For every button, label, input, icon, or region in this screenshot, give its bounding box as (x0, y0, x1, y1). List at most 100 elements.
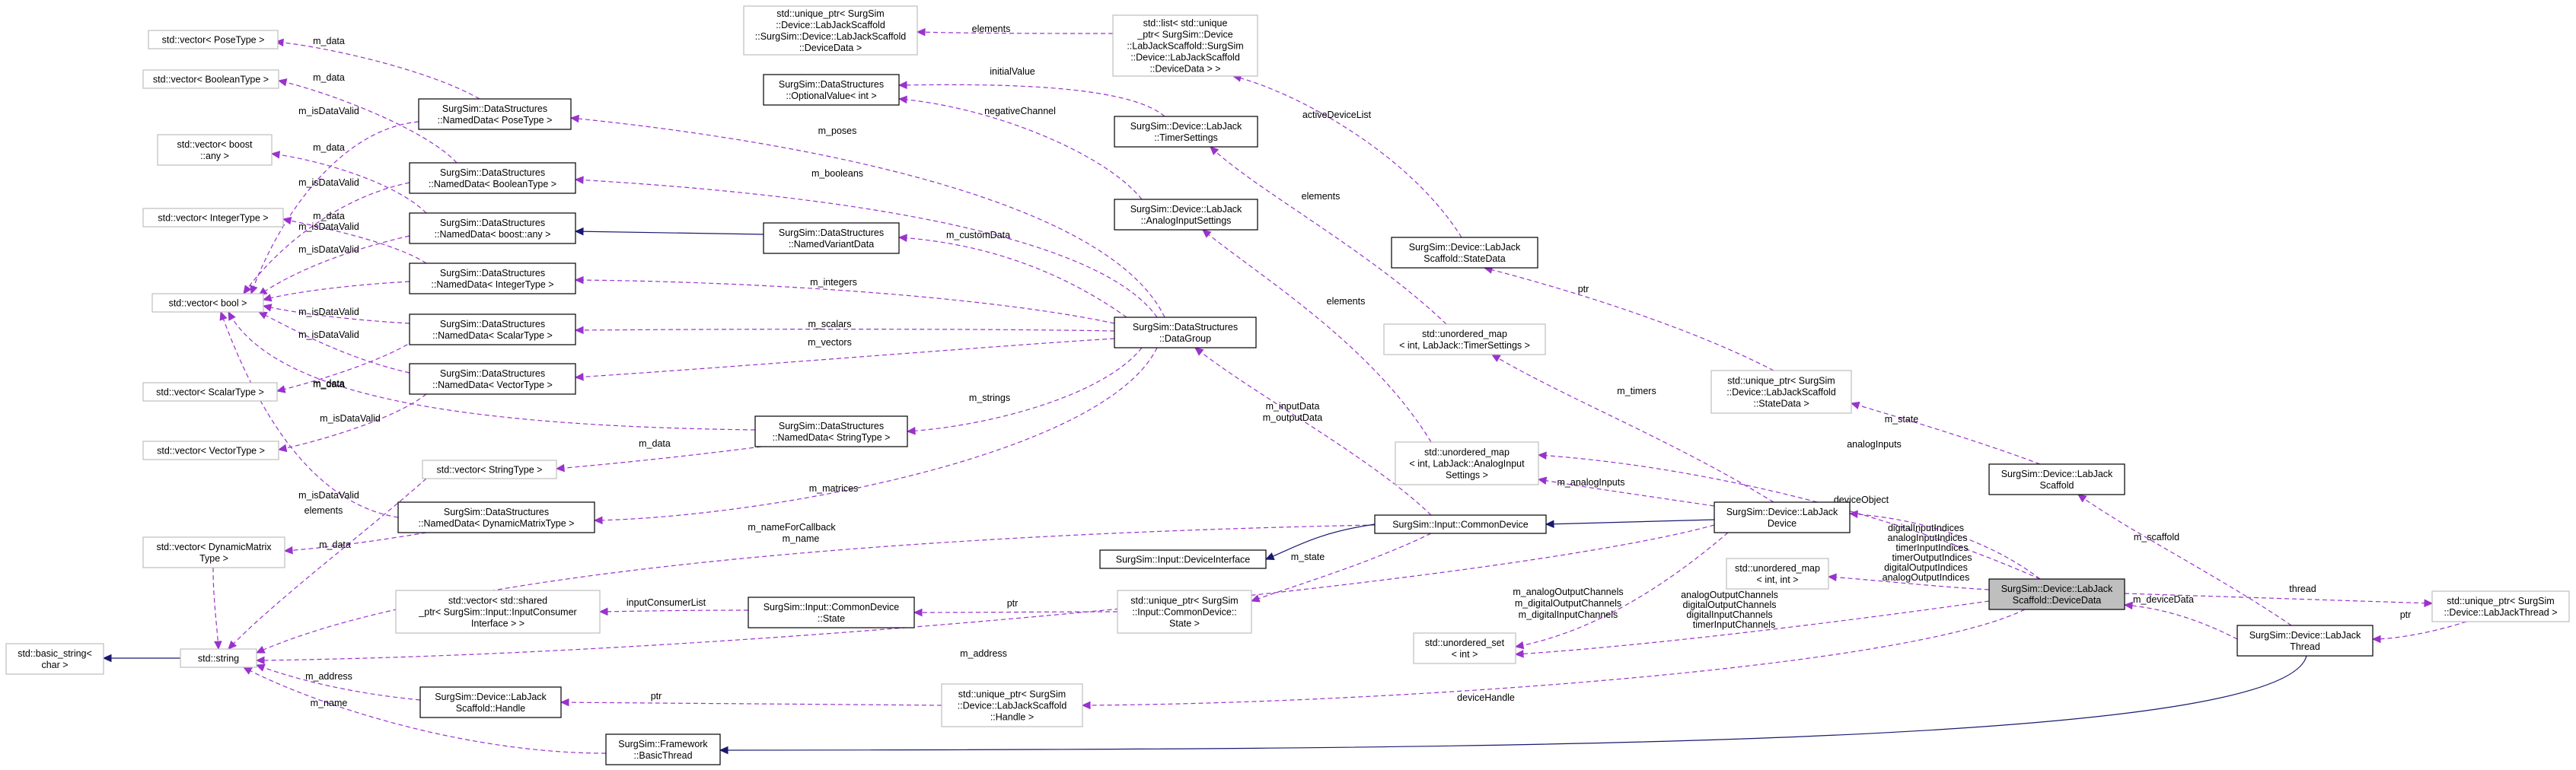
class-node-uptrCdState[interactable]: std::unique_ptr< SurgSim::Input::CommonD… (1117, 590, 1252, 634)
edge-line (258, 235, 410, 296)
edge-uptrCdState-to-cdState (913, 608, 1118, 617)
class-box (180, 648, 257, 668)
edge-line (594, 347, 1158, 521)
edge-label: m_timers (1617, 386, 1656, 396)
edge-label: m_data (313, 378, 345, 389)
class-node-vecSharedPtr[interactable]: std::vector< std::shared_ptr< SurgSim::I… (395, 590, 601, 634)
edge-label: m_analogInputs (1557, 477, 1625, 488)
usage-arrowhead (1827, 573, 1837, 581)
class-node-vecDynMat[interactable]: std::vector< DynamicMatrixType > (142, 536, 285, 568)
class-box (605, 733, 721, 765)
class-node-ljScaffold[interactable]: SurgSim::Device::LabJackScaffold (1988, 463, 2125, 495)
class-node-uptrHandle[interactable]: std::unique_ptr< SurgSim::Device::LabJac… (941, 683, 1083, 727)
edge-line (575, 338, 1115, 378)
usage-arrowhead (2371, 635, 2381, 644)
class-name-line: ::BasicThread (633, 750, 692, 761)
usage-arrowhead (574, 275, 584, 285)
class-node-namedVariant[interactable]: SurgSim::DataStructures::NamedVariantDat… (763, 222, 900, 254)
usage-arrowhead (1202, 229, 1212, 238)
edge-line (1538, 454, 2041, 580)
class-node-ndDynMat[interactable]: SurgSim::DataStructures::NamedData< Dyna… (397, 501, 595, 533)
class-node-commonDevice[interactable]: SurgSim::Input::CommonDevice (1374, 514, 1547, 534)
class-name-line: ::DeviceData > (799, 43, 862, 53)
usage-arrowhead (255, 645, 266, 654)
edge-label: m_isDataValid (298, 307, 359, 317)
class-name-line: SurgSim::DataStructures (444, 507, 549, 517)
class-node-umapIntInt[interactable]: std::unordered_map< int, int > (1726, 558, 1829, 590)
class-name-line: Type > (199, 553, 228, 564)
edge-label: m_scalars (808, 319, 852, 329)
class-node-uptrStateData[interactable]: std::unique_ptr< SurgSim::Device::LabJac… (1710, 370, 1852, 414)
class-node-umapAnalog[interactable]: std::unordered_map< int, LabJack::Analog… (1395, 441, 1539, 485)
class-node-basicThread[interactable]: SurgSim::Framework::BasicThread (605, 733, 721, 765)
class-name-line: ::NamedData< boost::any > (435, 229, 551, 240)
class-node-listDeviceData[interactable]: std::list< std::unique_ptr< SurgSim::Dev… (1112, 14, 1258, 77)
class-node-analogInputSettings[interactable]: SurgSim::Device::LabJack::AnalogInputSet… (1114, 199, 1258, 231)
class-node-ndPose[interactable]: SurgSim::DataStructures::NamedData< Pose… (418, 98, 572, 130)
class-node-uptrThread[interactable]: std::unique_ptr< SurgSim::Device::LabJac… (2431, 590, 2570, 622)
class-node-uptrDeviceData[interactable]: std::unique_ptr< SurgSim::Device::LabJac… (743, 5, 918, 56)
class-box (1413, 632, 1516, 664)
class-name-line: std::vector< boost (177, 139, 253, 150)
class-name-line: SurgSim::DataStructures (442, 103, 547, 114)
class-node-ndAny[interactable]: SurgSim::DataStructures::NamedData< boos… (409, 212, 576, 244)
edge-label: m_address (960, 648, 1007, 659)
class-node-deviceInterface[interactable]: SurgSim::Input::DeviceInterface (1099, 549, 1267, 569)
class-node-vecScalar[interactable]: std::vector< ScalarType > (142, 382, 278, 402)
class-node-ndVector[interactable]: SurgSim::DataStructures::NamedData< Vect… (409, 363, 576, 395)
class-name-line: ::Input::CommonDevice:: (1132, 607, 1237, 618)
class-name-line: _ptr< SurgSim::Input::InputConsumer (418, 607, 576, 618)
class-node-uset[interactable]: std::unordered_set< int > (1413, 632, 1516, 664)
class-node-deviceData[interactable]: SurgSim::Device::LabJackScaffold::Device… (1988, 578, 2125, 610)
class-node-dataGroup[interactable]: SurgSim::DataStructures::DataGroup (1114, 317, 1257, 348)
class-name-line: std::vector< bool > (169, 298, 247, 309)
edge-line (907, 347, 1143, 432)
class-node-basicString[interactable]: std::basic_string<char > (5, 643, 104, 675)
class-box (157, 134, 273, 166)
edge-dataGroup-to-namedVariant (897, 234, 1127, 318)
class-node-vecAny[interactable]: std::vector< boost::any > (157, 134, 273, 166)
class-node-vecPose[interactable]: std::vector< PoseType > (148, 30, 279, 49)
edge-label: m_scaffold (2134, 532, 2179, 542)
class-name-line: < int, LabJack::AnalogInput (1409, 459, 1525, 469)
class-node-stdString[interactable]: std::string (180, 648, 257, 668)
edge-label: ptr (1007, 598, 1019, 609)
class-node-ndInt[interactable]: SurgSim::DataStructures::NamedData< Inte… (409, 262, 576, 294)
class-node-umapTimer[interactable]: std::unordered_map< int, LabJack::TimerS… (1383, 323, 1546, 355)
usage-arrowhead (1490, 354, 1501, 362)
class-name-line: SurgSim::Device::LabJack (1130, 121, 1242, 132)
class-node-timerSettings[interactable]: SurgSim::Device::LabJack::TimerSettings (1114, 116, 1258, 148)
usage-arrowhead (262, 294, 273, 302)
class-node-optionalValue[interactable]: SurgSim::DataStructures::OptionalValue< … (763, 74, 900, 106)
edge-line (898, 98, 1143, 200)
class-node-scaffoldStateData[interactable]: SurgSim::Device::LabJackScaffold::StateD… (1391, 237, 1538, 269)
class-name-line: SurgSim::Framework (618, 739, 708, 749)
class-node-vecBoolean[interactable]: std::vector< bool > (151, 293, 264, 313)
edge-line (1538, 479, 1715, 507)
class-box (422, 460, 557, 479)
edge-line (271, 153, 427, 214)
class-box (941, 683, 1083, 727)
edge-label: m_isDataValid (320, 413, 381, 424)
class-node-vecVector[interactable]: std::vector< VectorType > (142, 441, 279, 460)
class-node-vecBool[interactable]: std::vector< BooleanType > (142, 69, 279, 89)
edge-line (2124, 604, 2238, 640)
class-node-ljHandle[interactable]: SurgSim::Device::LabJackScaffold::Handle (419, 686, 562, 718)
class-node-cdState[interactable]: SurgSim::Input::CommonDevice::State (748, 597, 915, 628)
class-node-vecInt[interactable]: std::vector< IntegerType > (142, 208, 284, 228)
class-box (142, 382, 278, 402)
class-node-ndString[interactable]: SurgSim::DataStructures::NamedData< Stri… (754, 415, 908, 447)
class-node-vecString[interactable]: std::vector< StringType > (422, 460, 557, 479)
edge-ndDynMat-to-vecDynMat (283, 532, 427, 555)
edge-line (1849, 513, 2041, 580)
edge-ljScaffold-to-uptrStateData (1850, 401, 2041, 465)
usage-arrowhead (560, 698, 569, 707)
class-box (1395, 441, 1539, 485)
class-box (743, 5, 918, 56)
class-node-ndBool[interactable]: SurgSim::DataStructures::NamedData< Bool… (409, 162, 576, 194)
edge-line (220, 311, 399, 518)
class-node-ljThread[interactable]: SurgSim::Device::LabJackThread (2236, 625, 2374, 657)
class-node-ndScalar[interactable]: SurgSim::DataStructures::NamedData< Scal… (409, 313, 576, 345)
class-name-line: ::Device::LabJackScaffold (776, 20, 885, 30)
